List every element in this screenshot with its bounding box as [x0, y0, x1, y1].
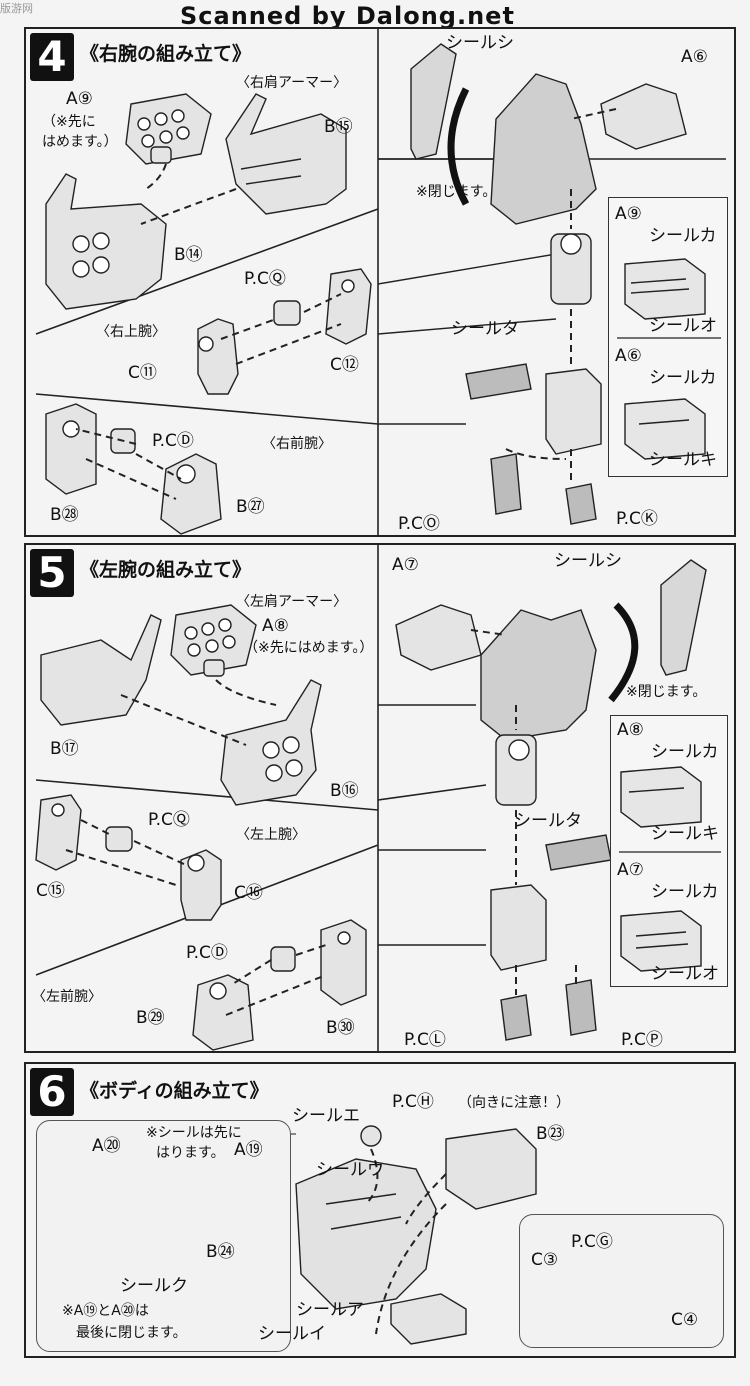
label-seal-ta: シールタ — [451, 319, 519, 339]
label-a9: A⑨ — [66, 89, 93, 109]
label-seal-note-1: ※シールは先に — [146, 1125, 242, 1141]
label-a7: A⑦ — [392, 555, 419, 575]
label-b17: B⑰ — [50, 739, 79, 759]
label-seal-shi: シールシ — [554, 551, 622, 571]
label-pcq: P.CⓆ — [244, 269, 286, 289]
label-c4: C④ — [671, 1310, 699, 1330]
sticker-a7-seal-2: シールオ — [651, 964, 719, 984]
sticker-diagram — [619, 766, 721, 972]
label-b15: B⑮ — [324, 117, 353, 137]
label-right-shoulder-armor: 〈右肩アーマー〉 — [236, 75, 348, 91]
label-close-note: ※閉じます。 — [416, 184, 497, 200]
label-pco: P.CⓄ — [398, 514, 440, 534]
label-seal-e: シールエ — [292, 1106, 360, 1126]
label-b27: B㉗ — [236, 497, 265, 517]
step5-diagram — [35, 545, 707, 1053]
watermark: 版游网 — [0, 2, 33, 15]
label-seal-ta: シールタ — [514, 811, 582, 831]
label-seal-ku: シールク — [120, 1276, 188, 1296]
label-pch: P.CⒽ — [392, 1092, 434, 1112]
label-b30: B㉚ — [326, 1018, 355, 1038]
label-c15: C⑮ — [36, 881, 65, 901]
label-a9-note-2: はめます。） — [42, 134, 118, 150]
sticker-a7: A⑦ — [617, 860, 644, 880]
label-c12: C⑫ — [330, 355, 359, 375]
sticker-a6-seal-2: シールキ — [649, 450, 717, 470]
step6-right-subpanel — [519, 1214, 724, 1348]
label-a8-note: （※先にはめます。） — [244, 640, 374, 656]
label-b29: B㉙ — [136, 1008, 165, 1028]
label-a9-note-1: （※先に — [42, 114, 96, 130]
label-b23: B㉓ — [536, 1124, 565, 1144]
label-seal-note-2: はります。 — [156, 1145, 225, 1161]
step6-panel: 6 《ボディの組み立て》 ※シールは先に はります。 A⑳ A⑲ B㉔ シールク… — [24, 1062, 736, 1358]
label-pck: P.CⓀ — [616, 509, 658, 529]
label-seal-u: シールウ — [316, 1160, 384, 1180]
label-pcd: P.CⒹ — [186, 943, 228, 963]
step5-panel: 5 《左腕の組み立て》 〈左肩アーマー〉 A⑧ （※先にはめます。） B⑰ B⑯… — [24, 543, 736, 1053]
label-a6: A⑥ — [681, 47, 708, 67]
label-pcq: P.CⓆ — [148, 810, 190, 830]
label-close-note: ※閉じます。 — [626, 684, 707, 700]
label-pcl: P.CⓁ — [404, 1030, 446, 1050]
label-a8: A⑧ — [262, 616, 289, 636]
sticker-a6: A⑥ — [615, 346, 642, 366]
sticker-a8-seal-2: シールキ — [651, 824, 719, 844]
label-b14: B⑭ — [174, 245, 203, 265]
sticker-reference-box: A⑧ シールカ シールキ A⑦ シールカ シールオ — [610, 715, 728, 987]
label-pcg: P.CⒼ — [571, 1232, 613, 1252]
step-title: 《ボディの組み立て》 — [80, 1080, 269, 1102]
step4-diagram — [35, 29, 726, 537]
label-c16: C⑯ — [234, 883, 263, 903]
sticker-a8-seal-1: シールカ — [651, 742, 719, 762]
step-number: 6 — [30, 1068, 74, 1116]
sticker-a9: A⑨ — [615, 204, 642, 224]
label-direction-note: （向きに注意！） — [458, 1095, 570, 1111]
scan-banner: Scanned by Dalong.net — [180, 2, 515, 30]
label-a20: A⑳ — [92, 1136, 121, 1156]
label-right-forearm: 〈右前腕〉 — [262, 436, 332, 452]
label-b16: B⑯ — [330, 781, 359, 801]
step-number: 4 — [30, 33, 74, 81]
sticker-a8: A⑧ — [617, 720, 644, 740]
label-pcp: P.CⓅ — [621, 1030, 663, 1050]
label-right-upper-arm: 〈右上腕〉 — [96, 324, 166, 340]
label-left-upper-arm: 〈左上腕〉 — [236, 827, 306, 843]
label-bottom-note-1: ※A⑲とA⑳は — [62, 1303, 149, 1319]
label-seal-shi: シールシ — [446, 33, 514, 53]
step-title: 《左腕の組み立て》 — [80, 559, 252, 581]
sticker-reference-box: A⑨ シールカ シールオ A⑥ シールカ シールキ — [608, 197, 728, 477]
label-seal-a: シールア — [296, 1300, 364, 1320]
label-b28: B㉘ — [50, 505, 79, 525]
step4-panel: 4 《右腕の組み立て》 〈右肩アーマー〉 A⑨ （※先に はめます。） B⑮ B… — [24, 27, 736, 537]
sticker-diagram — [617, 258, 721, 460]
label-pcd: P.CⒹ — [152, 431, 194, 451]
label-b24: B㉔ — [206, 1242, 235, 1262]
step-title: 《右腕の組み立て》 — [80, 43, 252, 65]
step6-left-subpanel — [36, 1120, 291, 1352]
label-c3: C③ — [531, 1250, 559, 1270]
label-c11: C⑪ — [128, 363, 157, 383]
sticker-a9-seal-2: シールオ — [649, 316, 717, 336]
sticker-a9-seal-1: シールカ — [649, 226, 717, 246]
sticker-a7-seal-1: シールカ — [651, 882, 719, 902]
sticker-a6-seal-1: シールカ — [649, 368, 717, 388]
label-left-shoulder-armor: 〈左肩アーマー〉 — [236, 594, 348, 610]
label-seal-i: シールイ — [258, 1324, 326, 1344]
label-bottom-note-2: 最後に閉じます。 — [76, 1325, 187, 1341]
step-number: 5 — [30, 549, 74, 597]
label-a19: A⑲ — [234, 1140, 263, 1160]
label-left-forearm: 〈左前腕〉 — [32, 989, 102, 1005]
